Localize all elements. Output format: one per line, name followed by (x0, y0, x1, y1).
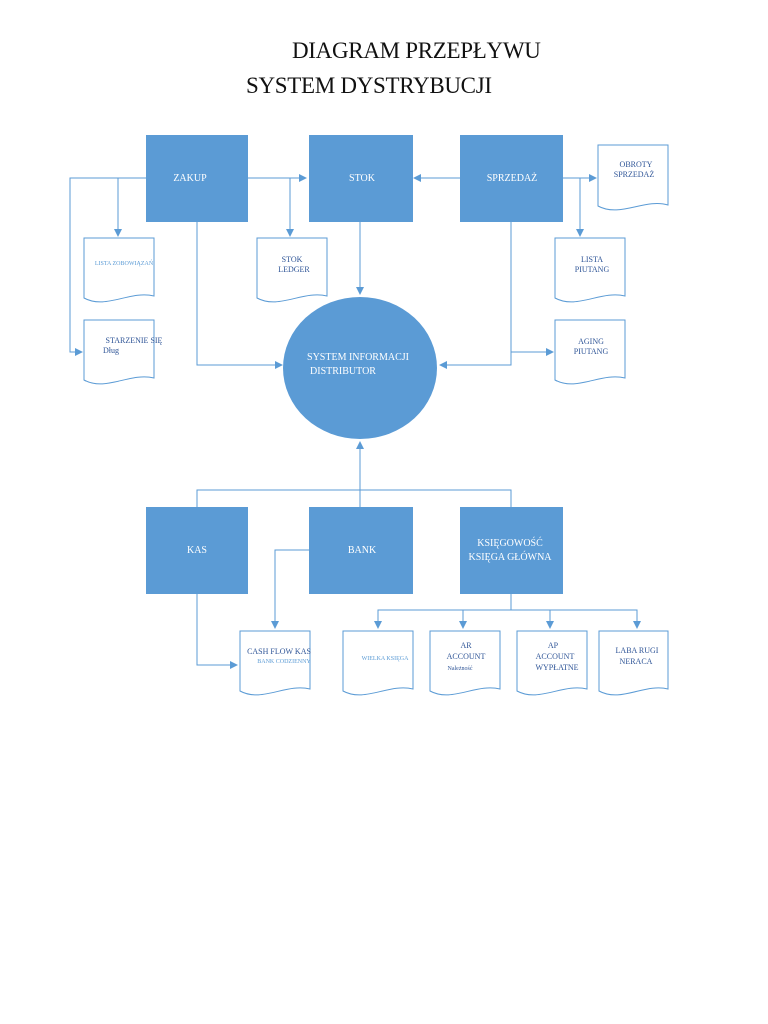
document-ap-line-1: AP (548, 641, 559, 650)
document-aging-line-2: PIUTANG (574, 347, 609, 356)
document-obroty-line-1: OBROTY (620, 160, 653, 169)
process-stok-label: STOK (349, 173, 376, 184)
connectors (69, 174, 641, 669)
document-lista-zobowiazan: LISTA ZOBOWIĄZAŃ (83, 237, 155, 303)
central-system: SYSTEM INFORMACJI DISTRIBUTOR (283, 297, 437, 439)
diagram-title: DIAGRAM PRZEPŁYWU (292, 38, 541, 63)
process-ksiegowosc: KSIĘGOWOŚĆ KSIĘGA GŁÓWNA (460, 507, 563, 594)
document-cash-flow-line-1: CASH FLOW KAS (247, 647, 311, 656)
document-starzenie-line-1: STARZENIE SIĘ (106, 336, 163, 345)
process-sprzedaz: SPRZEDAŻ (460, 135, 563, 222)
document-stok-ledger-line-1: STOK (282, 255, 303, 264)
connector-ksiegowosc-ap (511, 609, 554, 629)
connector-bank-cashflow (271, 549, 309, 629)
document-ar-line-2: ACCOUNT (447, 652, 486, 661)
connector-sprzedaz-system (439, 222, 512, 369)
document-ar-account: AR ACCOUNT Należność (429, 630, 501, 696)
process-kas: KAS (146, 507, 248, 594)
connector-ksiegowosc-laba (550, 609, 641, 629)
process-sprzedaz-label: SPRZEDAŻ (487, 172, 538, 184)
document-wielka-ksiega: WIELKA KSIĘGA (342, 630, 414, 696)
process-bank: BANK (309, 507, 413, 594)
document-stok-ledger: STOK LEDGER (256, 237, 328, 303)
document-aging-piutang: AGING PIUTANG (554, 319, 626, 385)
document-ap-line-3: WYPŁATNE (535, 663, 578, 672)
process-ksiegowosc-label-2: KSIĘGA GŁÓWNA (468, 551, 552, 563)
process-stok: STOK (309, 135, 413, 222)
document-wielka-ksiega-line-1: WIELKA KSIĘGA (362, 656, 409, 662)
document-lista-piutang: LISTA PIUTANG (554, 237, 626, 303)
document-starzenie-line-2: Dług (103, 346, 119, 355)
document-ap-line-2: ACCOUNT (536, 652, 575, 661)
document-laba-rugi: LABA RUGI NERACA (598, 630, 669, 696)
central-system-label-2: DISTRIBUTOR (310, 366, 376, 377)
document-lista-piutang-line-2: PIUTANG (575, 265, 610, 274)
connector-bottom-bus (196, 489, 512, 507)
connector-zakup-starzenie (69, 177, 146, 356)
connector-zakup-system (196, 222, 283, 369)
process-ksiegowosc-label-1: KSIĘGOWOŚĆ (477, 537, 543, 549)
diagram-subtitle: SYSTEM DYSTRYBUCJI (246, 73, 492, 98)
process-bank-label: BANK (348, 545, 377, 556)
document-starzenie-dlug: STARZENIE SIĘ Dług (83, 319, 163, 385)
central-system-label-1: SYSTEM INFORMACJI (307, 352, 409, 363)
process-zakup: ZAKUP (146, 135, 248, 222)
connector-kas-cashflow (196, 594, 238, 669)
document-obroty-line-2: SPRZEDAŻ (614, 170, 655, 179)
document-lista-piutang-line-1: LISTA (581, 255, 603, 264)
document-ar-line-3: Należność (448, 666, 473, 672)
document-aging-line-1: AGING (578, 337, 604, 346)
process-zakup-label: ZAKUP (173, 173, 207, 184)
document-cash-flow-line-2: BANK CODZIENNY (257, 659, 311, 665)
document-lista-zobowiazan-line-1: LISTA ZOBOWIĄZAŃ (95, 259, 154, 267)
document-obroty-sprzedaz: OBROTY SPRZEDAŻ (597, 144, 669, 211)
document-stok-ledger-line-2: LEDGER (278, 265, 310, 274)
document-ap-account: AP ACCOUNT WYPŁATNE (516, 630, 588, 696)
document-laba-line-1: LABA RUGI (616, 646, 659, 655)
document-ar-line-1: AR (460, 641, 472, 650)
connector-ksiegowosc-wielka (374, 594, 512, 629)
document-cash-flow: CASH FLOW KAS BANK CODZIENNY (239, 630, 311, 696)
process-kas-label: KAS (187, 545, 207, 556)
document-laba-line-2: NERACA (620, 657, 653, 666)
